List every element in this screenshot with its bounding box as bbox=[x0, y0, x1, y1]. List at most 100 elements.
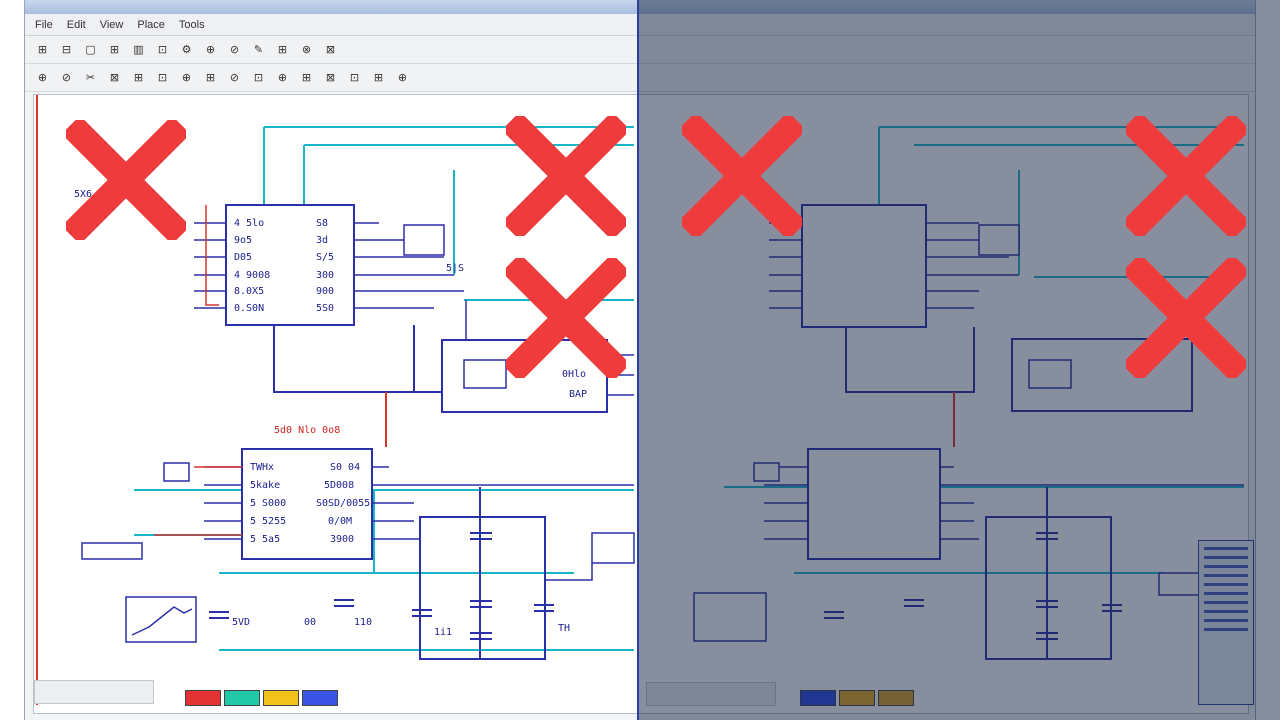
component-u3-r bbox=[978, 224, 1020, 256]
pane-divider bbox=[637, 0, 639, 720]
menu-place[interactable]: Place bbox=[137, 18, 165, 31]
u2-pin-r3: S0SD/0055 bbox=[316, 498, 370, 509]
color-palette-left bbox=[185, 690, 338, 708]
canvas-left-edge bbox=[36, 95, 38, 705]
status-bar-left bbox=[34, 680, 154, 704]
secondary-tool-icon-15[interactable]: ⊞ bbox=[373, 71, 384, 84]
secondary-tool-icon-8[interactable]: ⊞ bbox=[205, 71, 216, 84]
graph-curve bbox=[131, 606, 193, 636]
secondary-tool-icon-6[interactable]: ⊡ bbox=[157, 71, 168, 84]
u1-pin-r6: 5S0 bbox=[316, 303, 334, 314]
x-mark-icon bbox=[66, 120, 186, 240]
chip-u2 bbox=[241, 448, 373, 560]
primary-tool-icon-2[interactable]: ⊟ bbox=[61, 43, 72, 56]
label-bottom-1: 5VD bbox=[232, 617, 250, 628]
primary-tool-icon-11[interactable]: ⊞ bbox=[277, 43, 288, 56]
u1-pin-r4: 300 bbox=[316, 270, 334, 281]
secondary-tool-icon-10[interactable]: ⊡ bbox=[253, 71, 264, 84]
secondary-tool-icon-11[interactable]: ⊕ bbox=[277, 71, 288, 84]
menu-file[interactable]: File bbox=[35, 18, 53, 31]
u1-pin-r1: S8 bbox=[316, 218, 328, 229]
primary-tool-icon-1[interactable]: ⊞ bbox=[37, 43, 48, 56]
primary-tool-icon-10[interactable]: ✎ bbox=[253, 43, 264, 56]
u2-pin-r4: 0/0M bbox=[328, 516, 352, 527]
u2-pin-l1: TWHx bbox=[250, 462, 274, 473]
title-bar bbox=[25, 0, 1255, 14]
palette-left-swatch-4[interactable] bbox=[302, 690, 338, 706]
menu-view[interactable]: View bbox=[99, 18, 124, 31]
chip-u1-r bbox=[801, 204, 927, 328]
component-graph-box bbox=[125, 596, 197, 643]
x-mark-icon bbox=[682, 116, 802, 236]
u2-pin-l4: 5 5255 bbox=[250, 516, 286, 527]
u2-pin-l3: 5 S000 bbox=[250, 498, 286, 509]
secondary-tool-icon-14[interactable]: ⊡ bbox=[349, 71, 360, 84]
note-center: 5d0 Nlo 0o8 bbox=[274, 425, 340, 436]
u1-pin-l3: D05 bbox=[234, 252, 252, 263]
toolbar-secondary: ⊕ ⊘ ✂ ⊠ ⊞ ⊡ ⊕ ⊞ ⊘ ⊡ ⊕ ⊞ ⊠ ⊡ ⊞ ⊕ bbox=[25, 64, 1255, 92]
label-u3: 5|S bbox=[446, 263, 464, 274]
toolbar-primary: ⊞ ⊟ ▢ ⊞ ▥ ⊡ ⚙ ⊕ ⊘ ✎ ⊞ ⊗ ⊠ bbox=[25, 36, 1255, 64]
secondary-tool-icon-1[interactable]: ⊕ bbox=[37, 71, 48, 84]
u2-pin-r2: 5D008 bbox=[324, 480, 354, 491]
primary-tool-icon-9[interactable]: ⊘ bbox=[229, 43, 240, 56]
palette-right-swatch-3[interactable] bbox=[878, 690, 914, 706]
secondary-tool-icon-13[interactable]: ⊠ bbox=[325, 71, 336, 84]
schematic-drawing: 4 5lo 9o5 D05 4 9008 8.0X5 0.S0N S8 3d S… bbox=[74, 126, 1244, 660]
capacitor-bank bbox=[419, 516, 546, 660]
x-mark-icon bbox=[1126, 116, 1246, 236]
component-left-small bbox=[163, 462, 190, 482]
palette-right-swatch-1[interactable] bbox=[800, 690, 836, 706]
menu-tools[interactable]: Tools bbox=[178, 18, 205, 31]
component-left-small-r bbox=[753, 462, 780, 482]
secondary-tool-icon-9[interactable]: ⊘ bbox=[229, 71, 240, 84]
wire-u1-loop-r bbox=[845, 327, 975, 393]
primary-tool-icon-8[interactable]: ⊕ bbox=[205, 43, 216, 56]
x-mark-icon bbox=[506, 258, 626, 378]
u1-pin-l2: 9o5 bbox=[234, 235, 252, 246]
x-mark-icon bbox=[506, 116, 626, 236]
secondary-tool-icon-4[interactable]: ⊠ bbox=[109, 71, 120, 84]
schematic-editor-window: File Edit View Place Tools ⊞ ⊟ ▢ ⊞ ▥ ⊡ ⚙ ⊕ ⊘ ✎ ⊞ ⊗ ⊠… bbox=[24, 0, 1256, 720]
wire-u1-loop bbox=[273, 325, 415, 393]
u1-pin-l6: 0.S0N bbox=[234, 303, 264, 314]
palette-left-swatch-1[interactable] bbox=[185, 690, 221, 706]
secondary-tool-icon-5[interactable]: ⊞ bbox=[133, 71, 144, 84]
label-bottom-3: 110 bbox=[354, 617, 372, 628]
component-u4-inner-r bbox=[1028, 359, 1072, 389]
palette-left-swatch-2[interactable] bbox=[224, 690, 260, 706]
primary-tool-icon-13[interactable]: ⊠ bbox=[325, 43, 336, 56]
u2-pin-r5: 3900 bbox=[330, 534, 354, 545]
component-right-low bbox=[591, 532, 635, 564]
component-u4-inner bbox=[463, 359, 507, 389]
label-bottom-5: TH bbox=[558, 623, 570, 634]
u1-pin-r3: S/5 bbox=[316, 252, 334, 263]
schematic-canvas[interactable]: 4 5lo 9o5 D05 4 9008 8.0X5 0.S0N S8 3d S… bbox=[33, 94, 1249, 714]
palette-right-swatch-2[interactable] bbox=[839, 690, 875, 706]
menu-edit[interactable]: Edit bbox=[66, 18, 86, 31]
side-panel[interactable] bbox=[1198, 540, 1254, 705]
primary-tool-icon-3[interactable]: ▢ bbox=[85, 43, 96, 56]
secondary-tool-icon-7[interactable]: ⊕ bbox=[181, 71, 192, 84]
u1-pin-l5: 8.0X5 bbox=[234, 286, 264, 297]
u1-pin-l4: 4 9008 bbox=[234, 270, 270, 281]
primary-tool-icon-12[interactable]: ⊗ bbox=[301, 43, 312, 56]
component-graph-box-r bbox=[693, 592, 767, 642]
secondary-tool-icon-2[interactable]: ⊘ bbox=[61, 71, 72, 84]
component-left-low bbox=[81, 542, 143, 560]
palette-left-swatch-3[interactable] bbox=[263, 690, 299, 706]
status-bar-right bbox=[646, 682, 776, 706]
secondary-tool-icon-12[interactable]: ⊞ bbox=[301, 71, 312, 84]
primary-tool-icon-5[interactable]: ▥ bbox=[133, 43, 144, 56]
primary-tool-icon-6[interactable]: ⊡ bbox=[157, 43, 168, 56]
label-bottom-2: 00 bbox=[304, 617, 316, 628]
u2-pin-r1: S0 04 bbox=[330, 462, 360, 473]
u1-pin-l1: 4 5lo bbox=[234, 218, 264, 229]
label-top-left: 5X6 bbox=[74, 189, 92, 200]
primary-tool-icon-7[interactable]: ⚙ bbox=[181, 43, 192, 56]
wire-red-left bbox=[205, 205, 219, 306]
menu-bar: File Edit View Place Tools bbox=[25, 14, 1255, 36]
secondary-tool-icon-16[interactable]: ⊕ bbox=[397, 71, 408, 84]
primary-tool-icon-4[interactable]: ⊞ bbox=[109, 43, 120, 56]
secondary-tool-icon-3[interactable]: ✂ bbox=[85, 71, 96, 84]
